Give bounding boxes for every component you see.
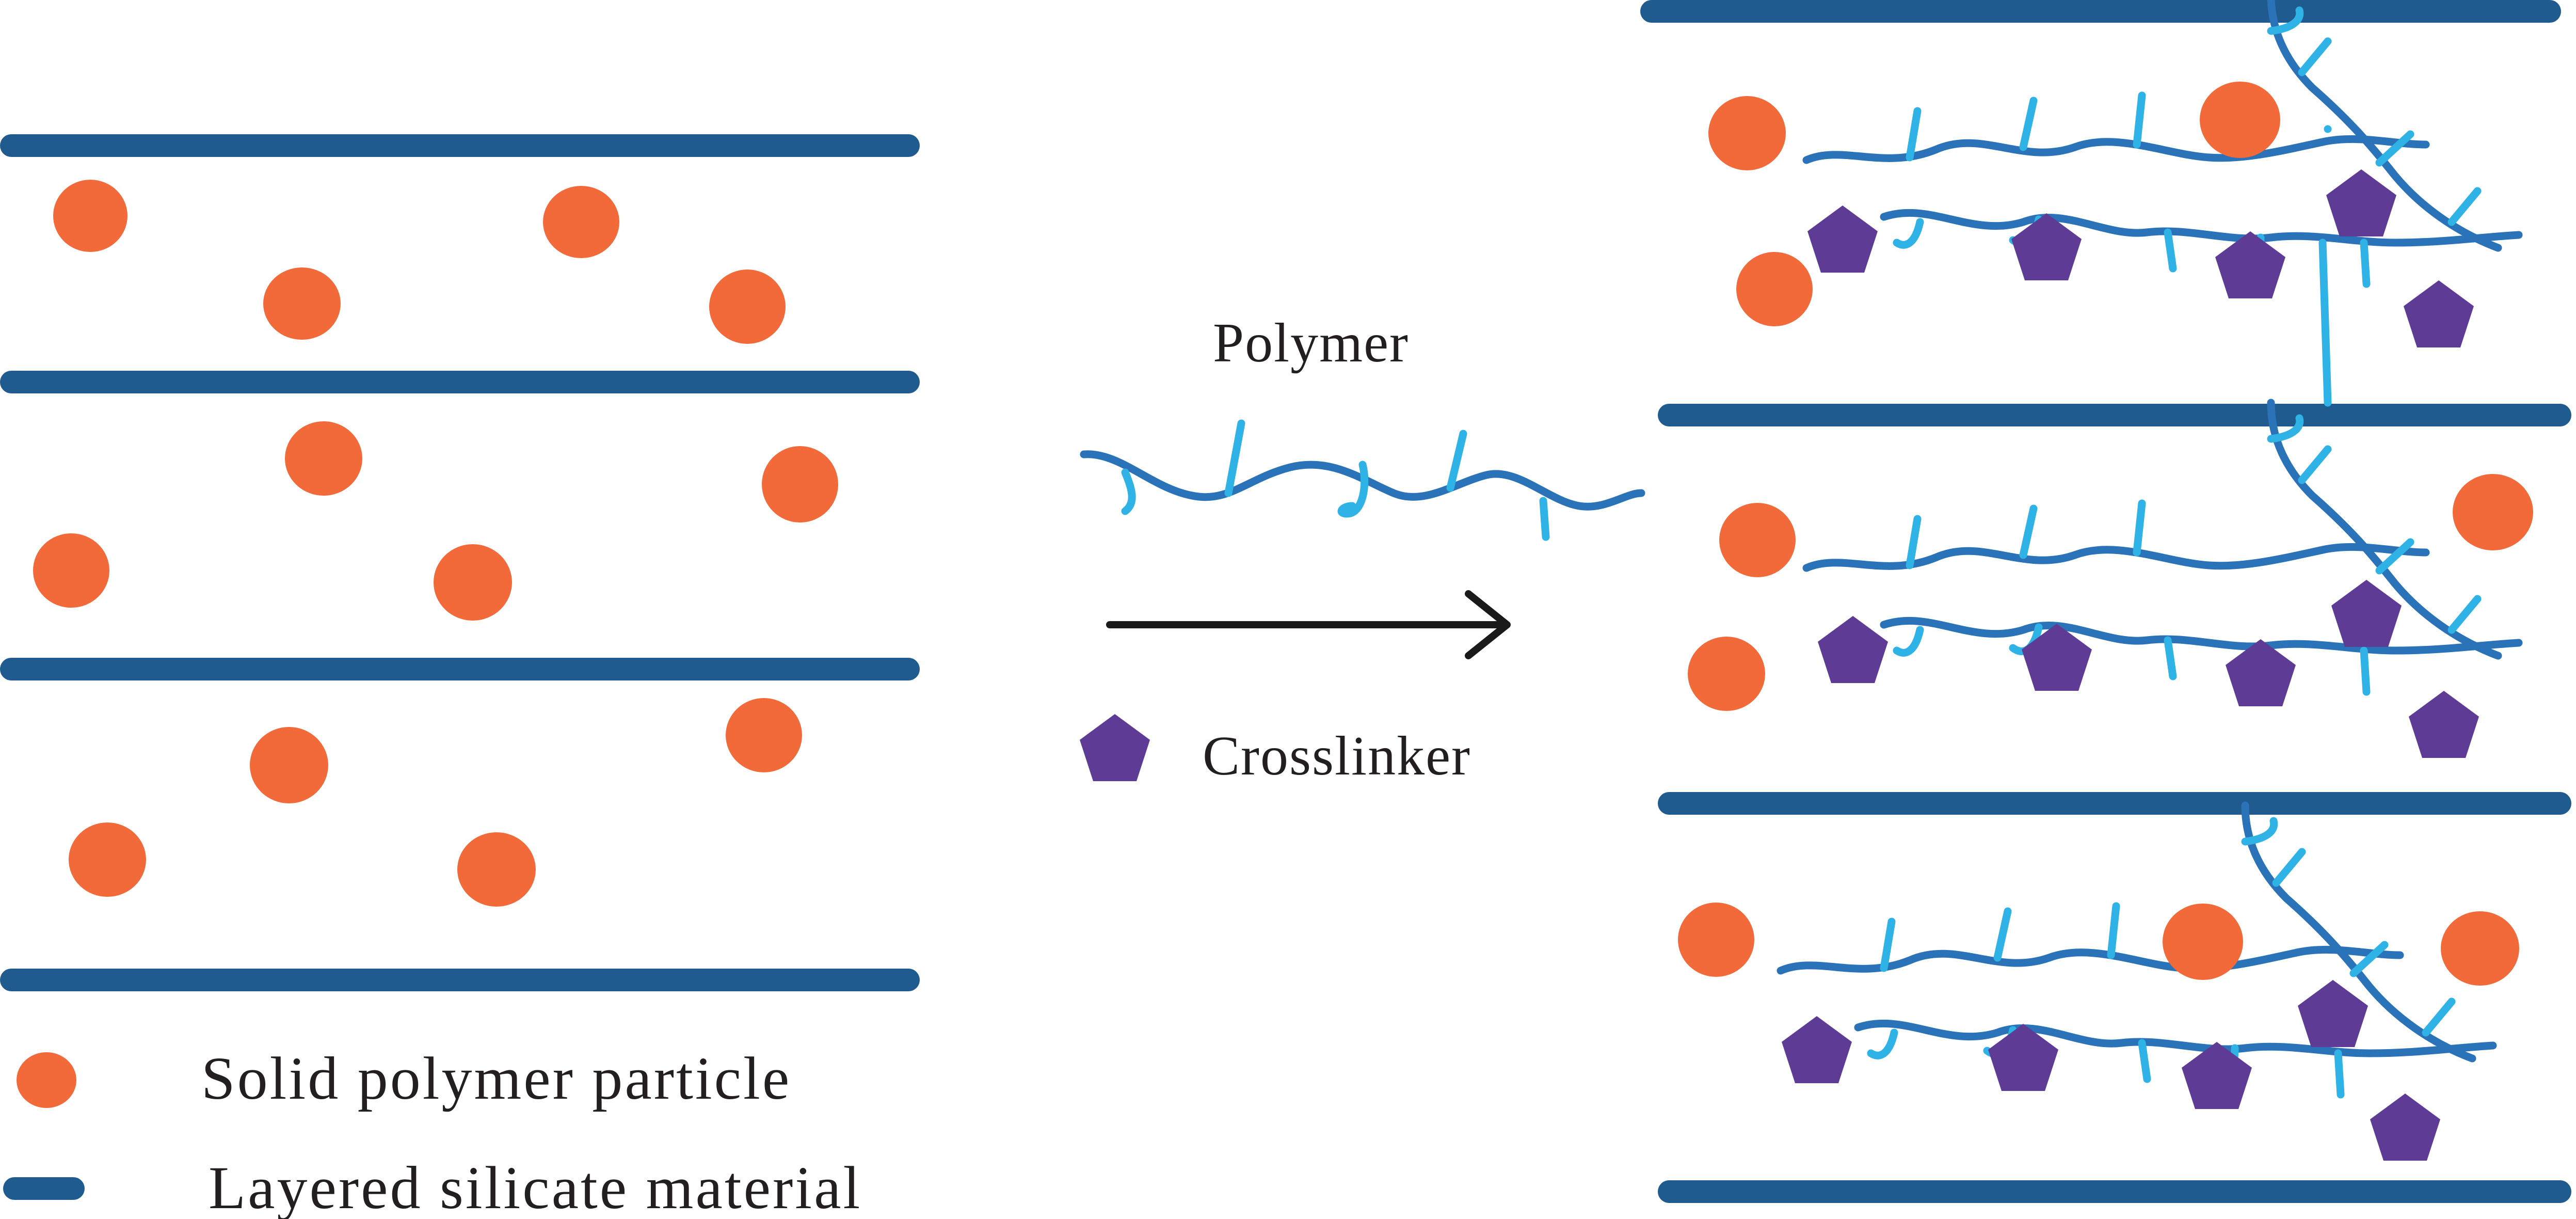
solid-polymer-particle — [285, 421, 362, 496]
crosslinker — [2370, 1094, 2440, 1161]
crosslinker — [1807, 205, 1878, 273]
polymer-label: Polymer — [1213, 312, 1409, 374]
legend-particle-label: Solid polymer particle — [201, 1044, 791, 1112]
crosslinker — [1818, 616, 1888, 683]
crosslinked-polymer-network — [1806, 0, 2519, 407]
solid-polymer-particle — [2453, 474, 2533, 550]
solid-polymer-particle — [2163, 904, 2243, 980]
middle-legend: Polymer Crosslinker — [1080, 312, 1645, 787]
solid-polymer-particle — [457, 832, 536, 907]
left-panel — [0, 134, 920, 991]
crosslinked-polymer-network — [1806, 403, 2519, 692]
solid-polymer-particle — [434, 544, 512, 621]
solid-polymer-particle — [69, 822, 146, 897]
polymer-chain-icon — [1080, 419, 1645, 541]
solid-polymer-particle — [2200, 82, 2280, 158]
crosslinker — [2404, 280, 2474, 347]
solid-polymer-particle — [53, 180, 127, 252]
crosslinker — [1782, 1016, 1852, 1083]
solid-polymer-particle — [2441, 911, 2519, 986]
solid-polymer-particle — [543, 186, 619, 258]
crosslinker — [2326, 169, 2396, 236]
crosslinker-icon — [1080, 714, 1150, 781]
crosslinker-label: Crosslinker — [1203, 725, 1471, 787]
reaction-arrow — [1106, 590, 1511, 659]
solid-polymer-particle — [1708, 96, 1786, 170]
crosslinked-polymer-network — [1781, 805, 2493, 1095]
crosslinker — [2215, 231, 2285, 298]
solid-polymer-particle — [1678, 903, 1754, 977]
solid-polymer-particle — [762, 446, 838, 523]
crosslinker — [2298, 980, 2368, 1047]
legend: Solid polymer particle Layered silicate … — [3, 1044, 862, 1219]
solid-polymer-particle — [1688, 637, 1765, 711]
legend-particle-swatch — [17, 1052, 76, 1108]
crosslinker — [2409, 691, 2479, 758]
solid-polymer-particle — [33, 533, 109, 608]
solid-polymer-particle — [1719, 503, 1796, 577]
solid-polymer-particle — [263, 267, 341, 340]
solid-polymer-particle — [709, 270, 786, 344]
solid-polymer-particle — [1736, 252, 1813, 326]
legend-layer-label: Layered silicate material — [209, 1154, 862, 1219]
solid-polymer-particle — [726, 698, 802, 772]
solid-polymer-particle — [250, 727, 328, 803]
right-panel — [1640, 0, 2571, 1203]
crosslinker — [2331, 580, 2402, 647]
